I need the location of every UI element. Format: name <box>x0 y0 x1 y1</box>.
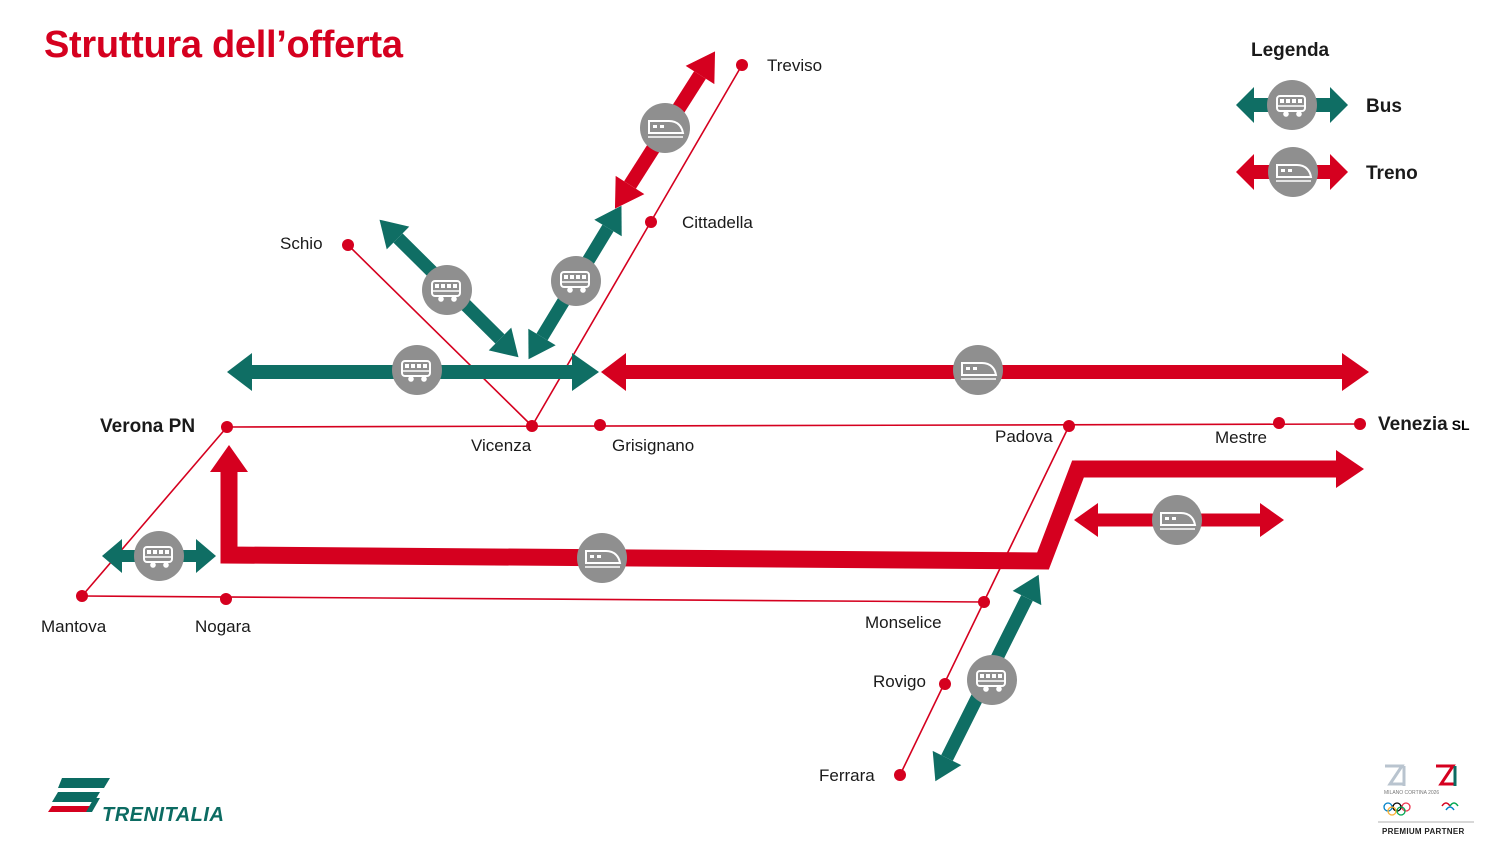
bus-icon <box>550 255 602 307</box>
station-label-rovigo: Rovigo <box>873 672 926 691</box>
arrowhead-train-venezia-east <box>1336 450 1364 488</box>
dot-monselice <box>978 596 990 608</box>
station-labels: Treviso Cittadella Schio Verona PN Vicen… <box>41 56 1470 785</box>
line-verona-venezia <box>226 423 1361 428</box>
legend-train-arrowhead-left <box>1236 154 1254 190</box>
station-label-nogara: Nogara <box>195 617 251 636</box>
train-icon <box>1151 494 1203 546</box>
dot-venezia <box>1354 418 1366 430</box>
olympic-emblem-icon: MILANO CORTINA 2026 <box>1383 764 1439 816</box>
station-dots <box>76 59 1366 781</box>
station-label-monselice: Monselice <box>865 613 942 632</box>
arrowhead-train-verona <box>210 445 248 472</box>
arrowhead-train-cittadella <box>614 175 645 209</box>
dot-padova <box>1063 420 1075 432</box>
dot-vicenza <box>526 420 538 432</box>
trenitalia-mark-icon <box>48 778 110 812</box>
legend-train-arrowhead-right <box>1330 154 1348 190</box>
olympic-rings-icon <box>1383 802 1411 816</box>
arrowhead-bus-schio <box>379 219 410 250</box>
arrowhead-train-treviso <box>685 51 716 85</box>
station-label-vicenza: Vicenza <box>471 436 532 455</box>
slide-title: Struttura dell’offerta <box>44 24 403 66</box>
station-label-venezia-main: Venezia <box>1378 414 1448 435</box>
station-label-grisignano: Grisignano <box>612 436 694 455</box>
arrowhead-train-east <box>1342 353 1369 391</box>
dot-cittadella <box>645 216 657 228</box>
arrowhead-bus-ferrara <box>932 750 962 782</box>
legend-train-label: Treno <box>1366 163 1418 184</box>
arrowhead-bus-east <box>572 353 599 391</box>
line-verona-mantova <box>81 426 228 597</box>
legend-bus-arrowhead-right <box>1330 87 1348 123</box>
station-label-padova: Padova <box>995 427 1053 446</box>
station-label-venezia-suffix: SL <box>1452 417 1470 433</box>
station-label-mantova: Mantova <box>41 617 107 636</box>
train-icon <box>1267 146 1319 198</box>
rail-lines <box>81 64 1361 776</box>
arrowhead-train-west <box>601 353 626 391</box>
station-label-treviso: Treviso <box>767 56 822 75</box>
arrowhead-bus-monselice <box>1012 574 1042 606</box>
arrowhead-train-mestre <box>1260 503 1284 537</box>
legend-bus-arrowhead-left <box>1236 87 1254 123</box>
station-label-schio: Schio <box>280 234 323 253</box>
dot-ferrara <box>894 769 906 781</box>
legend-bus-entry: Bus <box>1236 79 1402 131</box>
legend-title: Legenda <box>1251 40 1330 61</box>
dot-rovigo <box>939 678 951 690</box>
dot-schio <box>342 239 354 251</box>
arrow-train-main-path <box>220 460 1338 570</box>
dot-mantova <box>76 590 88 602</box>
trenitalia-wordmark: TRENITALIA <box>102 804 224 826</box>
paralympic-emblem-icon <box>1436 764 1459 811</box>
bus-icon <box>1266 79 1318 131</box>
arrowhead-bus-mantova <box>102 539 122 573</box>
station-label-mestre: Mestre <box>1215 428 1267 447</box>
dot-verona <box>221 421 233 433</box>
arrowhead-bus-vicenza-n <box>528 328 556 360</box>
arrowhead-bus-west <box>227 353 252 391</box>
station-label-verona: Verona PN <box>100 416 195 437</box>
service-arrows <box>102 51 1369 782</box>
arrowhead-bus-nogara <box>196 539 216 573</box>
station-label-cittadella: Cittadella <box>682 213 753 232</box>
premium-partner-label: PREMIUM PARTNER <box>1382 827 1465 836</box>
dot-grisignano <box>594 419 606 431</box>
trenitalia-logo: TRENITALIA <box>48 778 224 826</box>
bus-icon <box>133 530 185 582</box>
line-mantova-monselice <box>81 595 985 603</box>
station-label-ferrara: Ferrara <box>819 766 875 785</box>
bus-icon <box>966 654 1018 706</box>
bus-icon <box>391 344 443 396</box>
line-schio-vicenza <box>347 244 533 427</box>
dot-treviso <box>736 59 748 71</box>
train-icon <box>952 344 1004 396</box>
train-icon <box>639 102 691 154</box>
arrowhead-bus-vicenza-nw <box>488 327 519 358</box>
legend-bus-label: Bus <box>1366 96 1402 117</box>
train-icon <box>576 532 628 584</box>
bus-icon <box>421 264 473 316</box>
premium-partner-badge: MILANO CORTINA 2026 PREMIUM PARTNER <box>1378 764 1474 836</box>
arrowhead-bus-cittadella <box>594 205 622 237</box>
dot-mestre <box>1273 417 1285 429</box>
legend: Legenda Bus Treno <box>1236 40 1418 198</box>
olympic-emblem-caption: MILANO CORTINA 2026 <box>1384 790 1439 796</box>
dot-nogara <box>220 593 232 605</box>
legend-train-entry: Treno <box>1236 146 1418 198</box>
arrowhead-train-padova <box>1074 503 1098 537</box>
